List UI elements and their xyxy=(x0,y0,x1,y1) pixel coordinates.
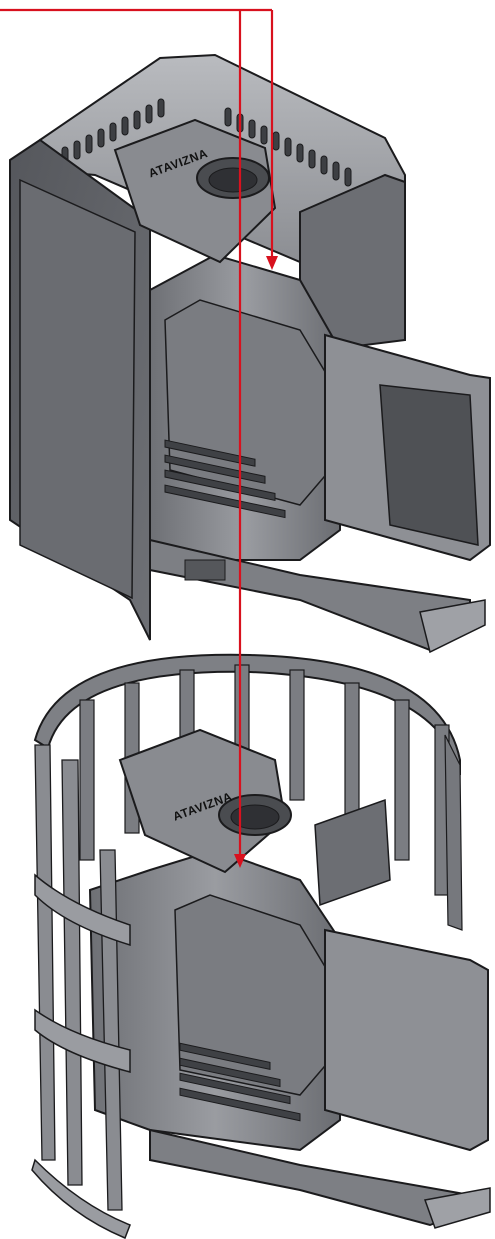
grille-middle-band xyxy=(34,873,131,947)
grille-lower-band xyxy=(34,1008,131,1073)
housing-grill-slots xyxy=(61,98,352,187)
stove-with-grille: ATAVIZNA xyxy=(31,653,491,1239)
arrowhead-lower xyxy=(234,854,246,868)
ash-pan-lower xyxy=(149,1128,471,1227)
grille-side-window xyxy=(314,798,391,907)
arrowhead-upper xyxy=(266,256,278,270)
stone-basket xyxy=(113,118,277,264)
firebox-door-frame-dark xyxy=(379,384,479,546)
pointer-lines xyxy=(0,8,274,860)
pointer-arrowheads xyxy=(234,256,278,868)
ash-pan xyxy=(149,538,471,652)
firebox-door-box-lower xyxy=(324,928,489,1152)
support-leg xyxy=(184,559,226,581)
ash-pan-handle xyxy=(419,599,486,654)
grille-bottom-band xyxy=(31,1158,131,1239)
firebox-grate-lower xyxy=(179,1042,301,1122)
chimney-opening-inner-lower xyxy=(230,804,280,830)
housing-left-front-panel xyxy=(19,178,136,600)
grille-front-slats xyxy=(34,744,123,1211)
chimney-opening-inner xyxy=(208,167,258,193)
ash-pan-handle-lower xyxy=(423,1187,491,1229)
stove-with-housing: ATAVIZNA xyxy=(9,53,491,654)
grille-right-edge xyxy=(444,734,463,931)
